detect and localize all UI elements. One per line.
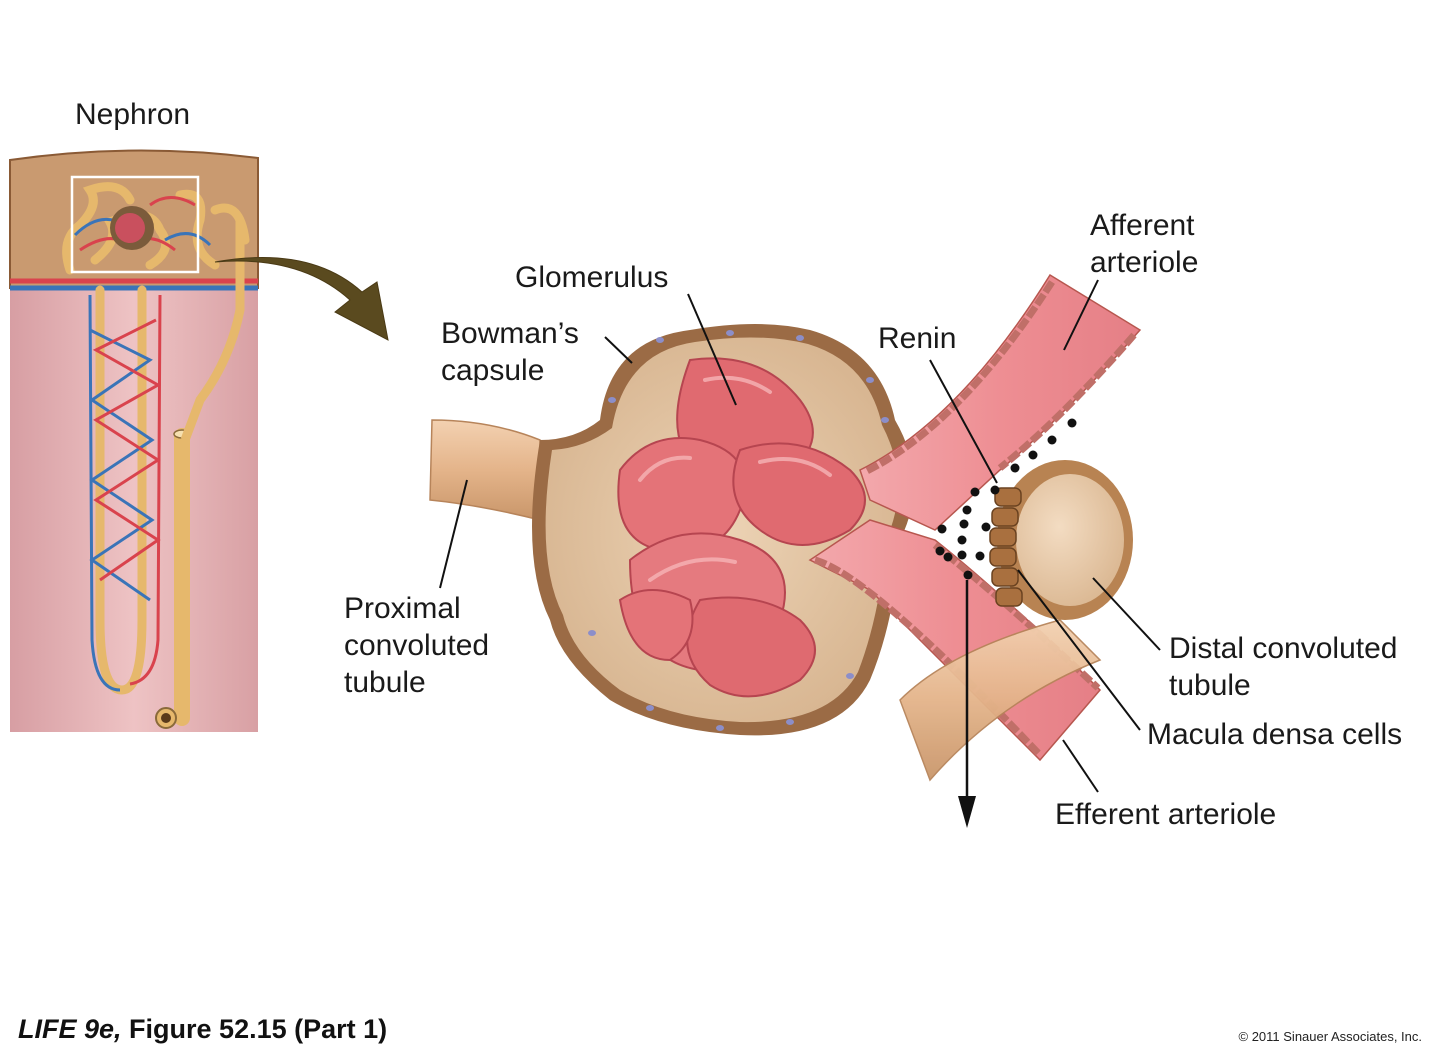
inset-title: Nephron xyxy=(75,98,191,131)
proximal-tubule xyxy=(429,419,541,521)
glomerulus-capillaries xyxy=(617,357,866,698)
vasa-recta-arterial xyxy=(92,294,162,686)
label-bowmans-capsule: Bowman’s capsule xyxy=(441,317,579,387)
pointer-arrow xyxy=(214,257,389,341)
arrowhead xyxy=(958,796,976,828)
caption-figure: Figure 52.15 (Part 1) xyxy=(129,1014,388,1044)
vasa-recta-venous xyxy=(88,294,155,692)
inset-glomerulus xyxy=(115,213,145,243)
macula-densa-cells xyxy=(989,487,1023,607)
loop-of-henle xyxy=(95,285,147,695)
distal-connection xyxy=(180,220,245,442)
juxtaglomerular-detail xyxy=(429,273,1161,828)
renal-medulla xyxy=(10,288,258,732)
label-proximal-tubule: Proximal convoluted tubule xyxy=(344,592,490,699)
label-macula-densa: Macula densa cells xyxy=(1147,718,1403,751)
afferent-wall-cells xyxy=(863,280,1137,476)
copyright-notice: © 2011 Sinauer Associates, Inc. xyxy=(1238,1029,1423,1044)
label-renin: Renin xyxy=(878,322,957,355)
label-efferent-arteriole: Efferent arteriole xyxy=(1055,798,1277,831)
inset-highlight-box xyxy=(70,175,200,274)
renin-granules xyxy=(935,418,1077,580)
distal-tubule-lumen xyxy=(1016,474,1124,606)
capsule-cell-nuclei xyxy=(588,330,889,731)
label-afferent-arteriole: Afferent arteriole xyxy=(1090,209,1199,279)
glomerulus-highlights xyxy=(638,375,832,582)
label-distal-tubule: Distal convoluted tubule xyxy=(1169,632,1398,702)
kidney-inset xyxy=(9,149,389,732)
caption-book: LIFE 9e, xyxy=(18,1014,122,1044)
leader-lines xyxy=(439,279,1161,793)
label-glomerulus: Glomerulus xyxy=(515,261,669,294)
figure-caption: LIFE 9e, Figure 52.15 (Part 1) xyxy=(18,1014,387,1045)
